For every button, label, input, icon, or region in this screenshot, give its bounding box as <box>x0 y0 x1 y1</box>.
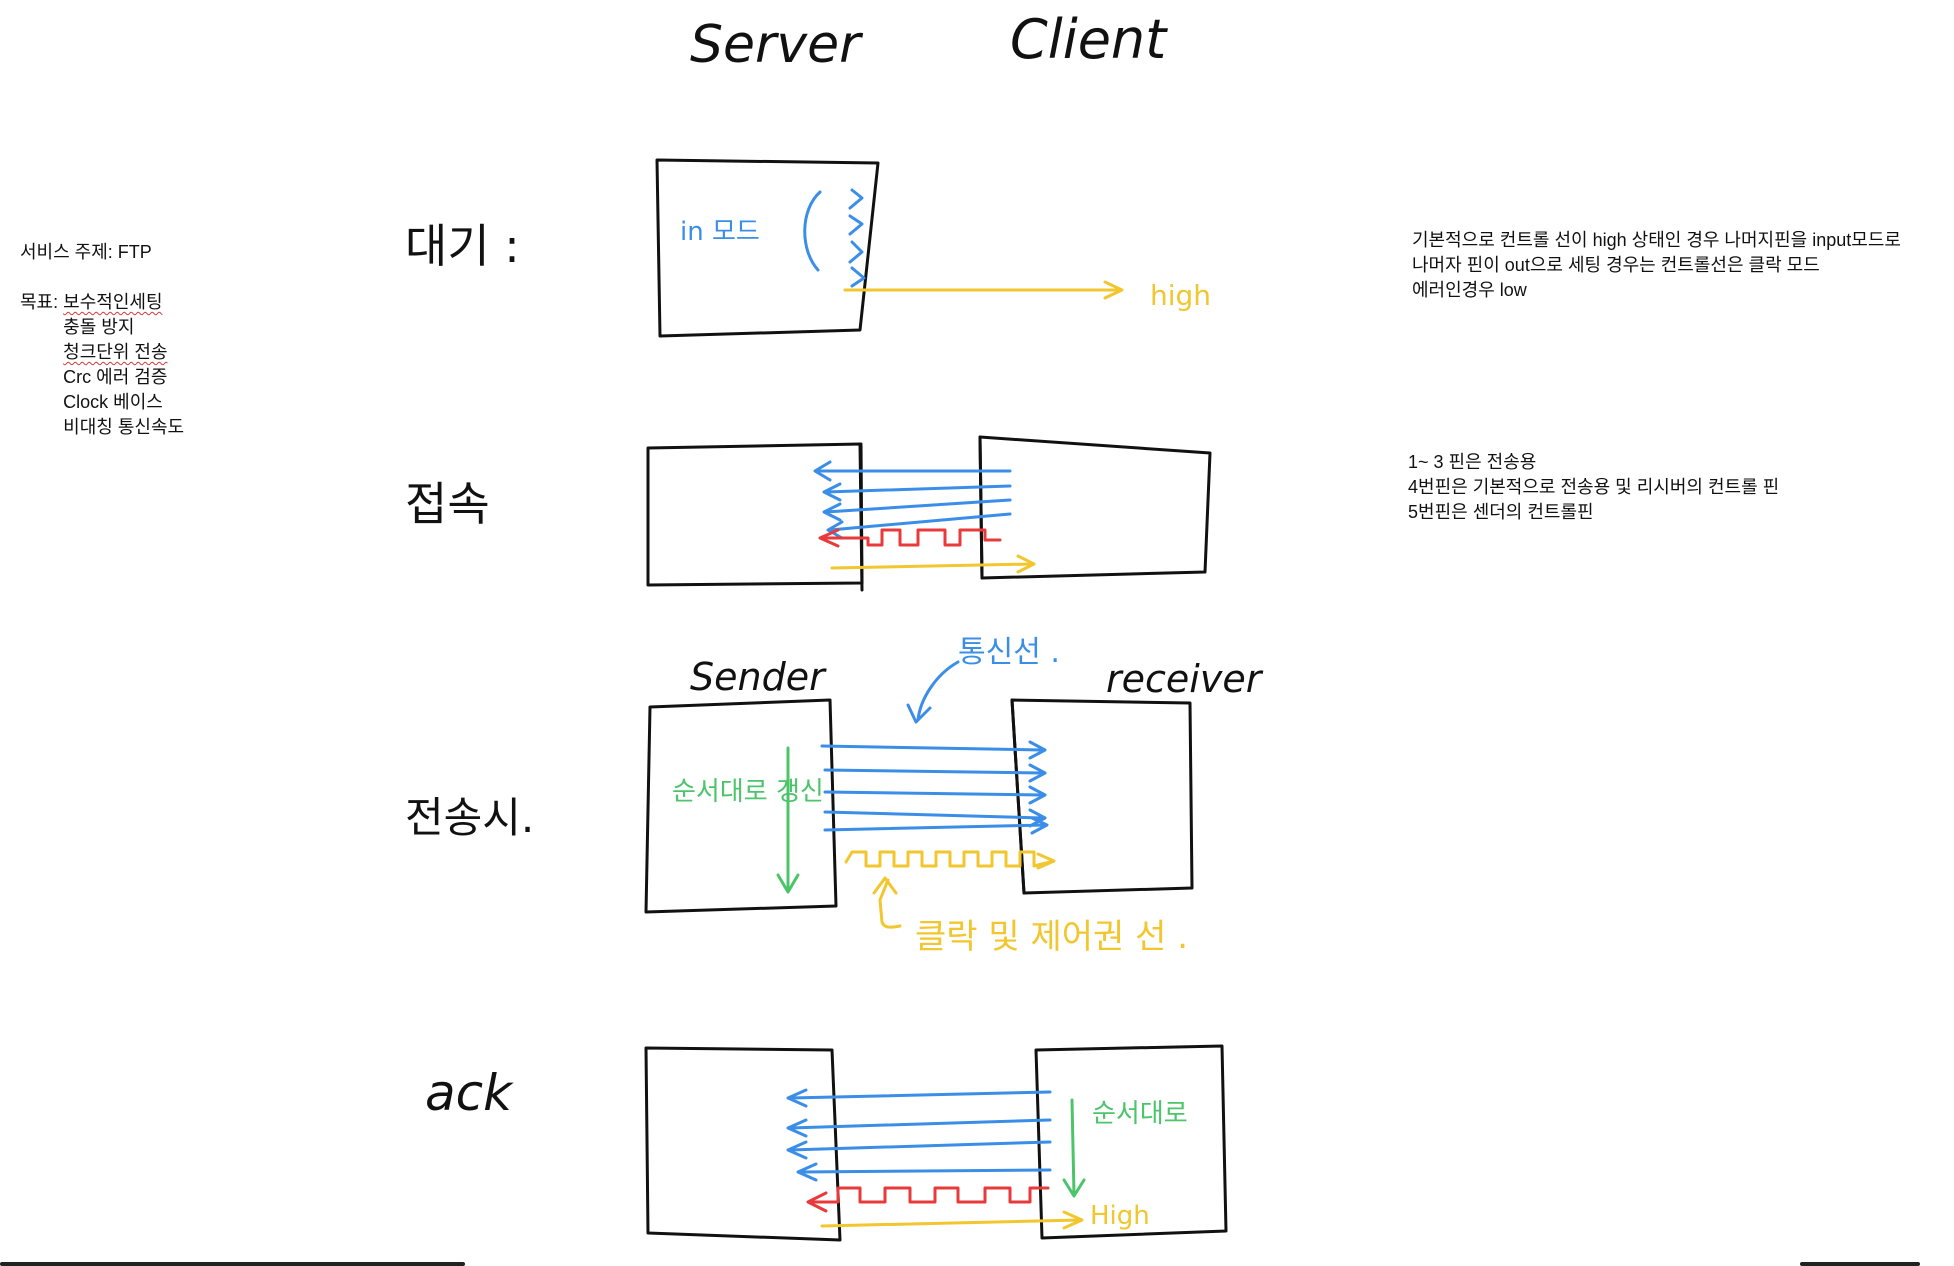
ack-client-arrow <box>1062 1098 1086 1198</box>
clock-control-line-label: 클락 및 제어권 선 . <box>915 917 1188 957</box>
right-notes-middle: 1~ 3 핀은 전송용 4번핀은 기본적으로 전송용 및 리시버의 컨트롤 핀 … <box>1408 450 1779 525</box>
pin-note-line: 1~ 3 핀은 전송용 <box>1408 452 1537 472</box>
goal-label: 목표: <box>20 292 59 312</box>
pin-note-line: 5번핀은 센더의 컨트롤핀 <box>1408 502 1594 522</box>
connect-red-clock <box>818 528 1002 548</box>
client-header: Client <box>1010 8 1168 71</box>
pin-note-line: 4번핀은 기본적으로 전송용 및 리시버의 컨트롤 핀 <box>1408 477 1780 497</box>
ack-blue-lines <box>786 1088 1052 1182</box>
sender-label: Sender <box>690 655 827 699</box>
comm-line-label: 통신선 . <box>958 635 1060 670</box>
server-header: Server <box>690 15 864 75</box>
goal-item: 비대칭 통신속도 <box>63 417 185 437</box>
in-order-update-label: 순서대로 갱신 <box>672 777 824 807</box>
clock-line-pointer <box>872 876 902 929</box>
section-label-transmit: 전송시. <box>405 793 534 842</box>
ack-server-box <box>644 1046 842 1242</box>
goal-item: Clock 베이스 <box>63 392 163 412</box>
right-notes-top: 기본적으로 컨트롤 선이 high 상태인 경우 나머지핀을 input모드로 … <box>1412 228 1901 303</box>
goal-item: Crc 에러 검증 <box>63 367 168 387</box>
right-note-line: 에러인경우 low <box>1412 280 1527 300</box>
wait-box <box>655 158 880 338</box>
section-label-connect: 접속 <box>405 477 490 531</box>
connect-divider <box>858 435 984 592</box>
connect-blue-lines <box>813 460 1012 540</box>
in-mode-label: in 모드 <box>680 217 760 247</box>
connect-yellow-line <box>830 554 1036 574</box>
connect-diagram <box>646 435 1212 592</box>
ack-diagram <box>644 1044 1228 1242</box>
service-topic: 서비스 주제: FTP <box>20 242 152 262</box>
transmit-diagram <box>644 660 1194 929</box>
wait-bracket <box>803 190 822 272</box>
in-order-ack-label: 순서대로 <box>1092 1099 1188 1129</box>
right-note-line: 기본적으로 컨트롤 선이 high 상태인 경우 나머지핀을 input모드로 <box>1412 230 1901 250</box>
section-label-wait: 대기 : <box>405 219 520 273</box>
ack-client-box <box>1034 1044 1228 1240</box>
wait-high-line <box>843 280 1124 300</box>
goal-item: 보수적인세팅 <box>63 292 163 312</box>
sender-box <box>644 698 838 914</box>
ack-yellow-line <box>820 1210 1084 1230</box>
ack-red-clock <box>806 1186 1050 1213</box>
wait-high-label: high <box>1150 279 1211 312</box>
receiver-label: receiver <box>1106 657 1264 701</box>
receiver-divider <box>1010 698 1026 895</box>
goal-item: 청크단위 전송 <box>63 342 168 362</box>
wait-pin-arrows <box>848 188 866 288</box>
goal-item: 충돌 방지 <box>63 317 135 337</box>
bottom-scroll-indicator-right <box>1800 1262 1920 1266</box>
transmit-yellow-clock <box>844 850 1056 870</box>
section-label-ack: ack <box>425 1064 514 1122</box>
ack-high-label: High <box>1090 1201 1150 1231</box>
bottom-scroll-indicator <box>0 1262 465 1266</box>
right-note-line: 나머자 핀이 out으로 세팅 경우는 컨트롤선은 클락 모드 <box>1412 255 1820 275</box>
wait-diagram <box>655 158 1124 338</box>
sender-update-arrow <box>776 746 800 894</box>
connect-client-box <box>978 435 1212 580</box>
transmit-blue-lines <box>820 740 1049 835</box>
comm-line-pointer <box>906 660 960 724</box>
